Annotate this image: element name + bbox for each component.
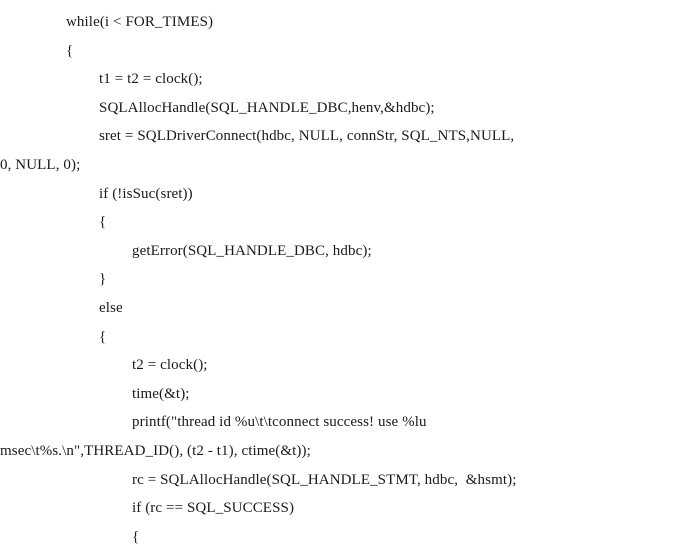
code-line: getError(SQL_HANDLE_DBC, hdbc); bbox=[132, 242, 372, 259]
code-line: if (!isSuc(sret)) bbox=[99, 185, 193, 202]
code-line: else bbox=[99, 300, 123, 316]
code-line: } bbox=[99, 271, 107, 288]
code-line: { bbox=[132, 528, 140, 545]
code-line: sret = SQLDriverConnect(hdbc, NULL, conn… bbox=[99, 128, 515, 145]
code-line: t1 = t2 = clock(); bbox=[99, 71, 203, 88]
code-line: if (rc == SQL_SUCCESS) bbox=[132, 500, 295, 517]
code-line: printf("thread id %u\t\tconnect success!… bbox=[132, 414, 427, 431]
code-line: t2 = clock(); bbox=[132, 357, 208, 374]
code-line: { bbox=[66, 42, 74, 59]
code-line: while(i < FOR_TIMES) bbox=[66, 14, 214, 30]
code-line: { bbox=[99, 214, 107, 231]
code-line: SQLAllocHandle(SQL_HANDLE_DBC,henv,&hdbc… bbox=[99, 99, 435, 116]
code-line: 0, NULL, 0); bbox=[0, 157, 81, 173]
code-line: time(&t); bbox=[132, 385, 190, 402]
code-line: msec\t%s.\n",THREAD_ID(), (t2 - t1), cti… bbox=[0, 443, 311, 459]
code-line: rc = SQLAllocHandle(SQL_HANDLE_STMT, hdb… bbox=[132, 471, 517, 488]
code-line: { bbox=[99, 328, 107, 345]
